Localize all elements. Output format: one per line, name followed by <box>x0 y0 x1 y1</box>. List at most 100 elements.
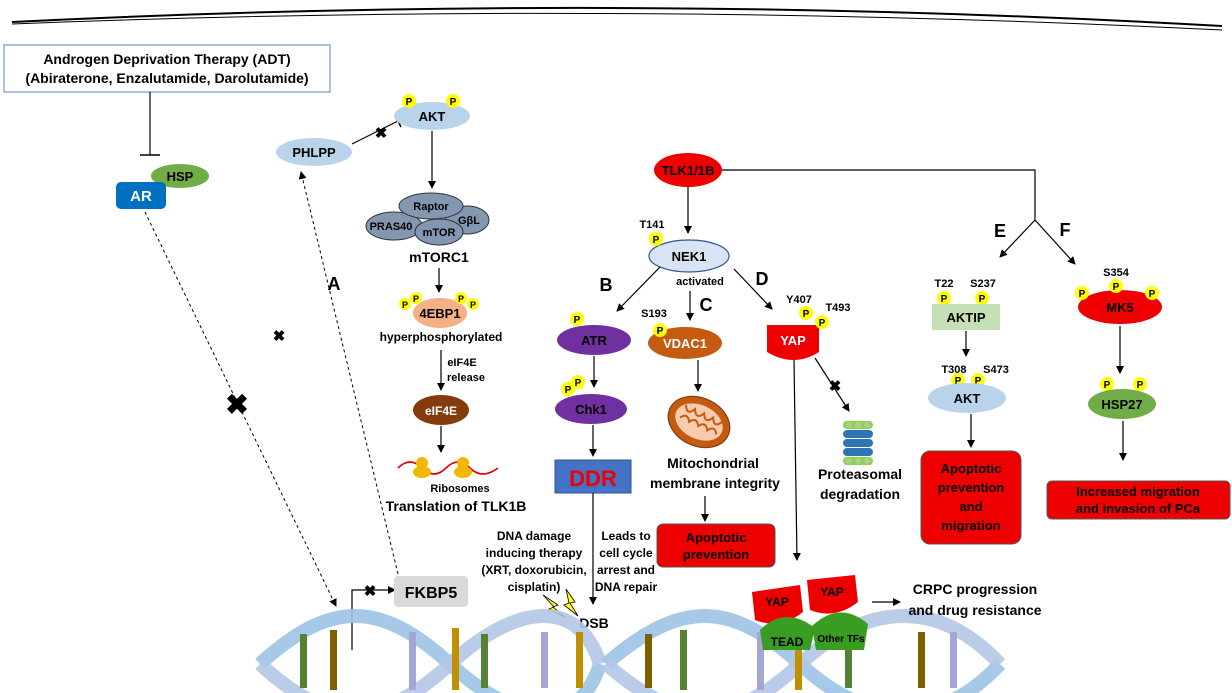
proteasome-icon <box>843 421 873 465</box>
ddr-label: DDR <box>569 466 617 491</box>
nek1-label: NEK1 <box>672 249 707 264</box>
mitochondrion-icon <box>667 395 731 449</box>
translation-label: Translation of TLK1B <box>386 498 527 514</box>
other-tfs-label: Other TFs <box>817 634 865 645</box>
mito-line1: Mitochondrial <box>667 455 759 471</box>
phospho-yap-1 <box>799 306 813 320</box>
chk1-label: Chk1 <box>575 402 607 417</box>
phospho-yap-2 <box>815 315 829 329</box>
adt-drugs: (Abiraterone, Enzalutamide, Darolutamide… <box>25 70 308 86</box>
svg-text:P: P <box>413 294 419 304</box>
leads-line1: Leads to <box>601 529 650 543</box>
akt-right-node <box>928 383 1006 413</box>
eif4e-release-line2: release <box>447 372 485 384</box>
migration-invasion-line1: Increased migration <box>1076 484 1200 499</box>
phospho-chk1-1 <box>561 382 575 396</box>
label-e: E <box>994 221 1006 241</box>
svg-text:P: P <box>657 326 664 337</box>
proteasomal-line2: degradation <box>820 486 900 502</box>
dna-helix-right <box>601 609 1006 693</box>
adt-title: Androgen Deprivation Therapy (ADT) <box>43 51 290 67</box>
gbl-label: GβL <box>458 215 480 227</box>
svg-text:P: P <box>458 294 464 304</box>
apoptotic-prevention-line1: Apoptotic <box>686 530 747 545</box>
mk5-label: MK5 <box>1106 300 1133 315</box>
label-b: B <box>600 275 613 295</box>
atr-label: ATR <box>581 333 607 348</box>
pras40-label: PRAS40 <box>370 221 413 233</box>
phospho-hsp27-1 <box>1100 377 1114 391</box>
activated-label: activated <box>676 276 724 288</box>
phospho-nek1 <box>649 232 663 246</box>
branch-f-arrow <box>1034 219 1076 265</box>
site-t22: T22 <box>935 278 954 290</box>
aktip-label: AKTIP <box>947 310 986 325</box>
site-s473: S473 <box>983 364 1009 376</box>
phospho-mk5-2 <box>1109 279 1123 293</box>
site-y407: Y407 <box>786 294 812 306</box>
label-a: A <box>328 274 341 294</box>
migration-invasion-line2: and invasion of PCa <box>1076 501 1201 516</box>
svg-text:P: P <box>1137 380 1144 391</box>
yap-to-proteasome-arrow <box>814 357 850 412</box>
leads-line3: arrest and <box>597 563 655 577</box>
leads-line2: cell cycle <box>599 546 653 560</box>
block-mark-large: ✖ <box>225 389 248 420</box>
fkbp5-to-phlpp-arrow <box>298 171 399 575</box>
atr-node <box>557 325 631 355</box>
site-s193: S193 <box>641 308 667 320</box>
svg-text:P: P <box>819 318 826 329</box>
tlk-label: TLK1/1B <box>662 163 715 178</box>
phospho-vdac1 <box>653 323 667 337</box>
svg-text:P: P <box>803 309 810 320</box>
hsp-node <box>151 164 209 188</box>
nek1-node <box>648 239 730 273</box>
phospho-atr <box>570 312 584 326</box>
yap-b-label: YAP <box>820 585 844 599</box>
phospho-hsp27-2 <box>1133 377 1147 391</box>
aktip-node <box>932 304 1000 330</box>
nek1-to-yap-arrow <box>733 268 773 310</box>
svg-text:P: P <box>1113 282 1120 293</box>
fkbp5-transcription-arrow <box>351 586 396 650</box>
hsp27-label: HSP27 <box>1101 397 1142 412</box>
block-mark-phlpp: ✖ <box>375 125 388 142</box>
svg-text:P: P <box>941 294 948 305</box>
hsp27-node <box>1088 389 1156 419</box>
site-t308: T308 <box>941 364 966 376</box>
top-arc <box>11 6 1223 27</box>
mito-line2: membrane integrity <box>650 475 780 491</box>
ribosomes-label: Ribosomes <box>430 483 489 495</box>
phospho-aktip-2 <box>975 291 989 305</box>
raptor-label: Raptor <box>413 201 449 213</box>
proteasomal-line1: Proteasomal <box>818 466 902 482</box>
dna-damage-line3: (XRT, doxorubicin, <box>481 563 586 577</box>
migration-invasion-box <box>1046 480 1231 520</box>
mtor-label: mTOR <box>423 227 456 239</box>
tead-label: TEAD <box>771 635 804 649</box>
site-t141: T141 <box>639 219 664 231</box>
svg-text:P: P <box>1149 289 1156 300</box>
phospho-aktip-1 <box>937 291 951 305</box>
site-s354: S354 <box>1103 267 1130 279</box>
block-mark-yap: ✖ <box>829 378 842 395</box>
svg-text:P: P <box>574 315 581 326</box>
tlk-node <box>654 153 722 187</box>
block-mark-fkbp5: ✖ <box>364 583 377 600</box>
crpc-line1: CRPC progression <box>913 581 1037 597</box>
phospho-akt-top: P P <box>402 94 460 108</box>
label-d: D <box>756 269 769 289</box>
apoptotic-migration-line3: and <box>959 499 982 514</box>
ar-to-gene-arrow <box>144 211 337 607</box>
4ebp1-node <box>413 298 467 328</box>
akt-right-label: AKT <box>954 391 981 406</box>
dna-damage-line1: DNA damage <box>497 529 572 543</box>
svg-text:P: P <box>1104 380 1111 391</box>
svg-text:P: P <box>653 235 660 246</box>
yap-label: YAP <box>780 333 806 348</box>
fkbp5-node <box>394 576 468 607</box>
top-arc-inner <box>11 12 1223 31</box>
yap-node <box>767 325 819 360</box>
phospho-chk1-2 <box>571 375 585 389</box>
svg-text:P: P <box>406 97 413 108</box>
